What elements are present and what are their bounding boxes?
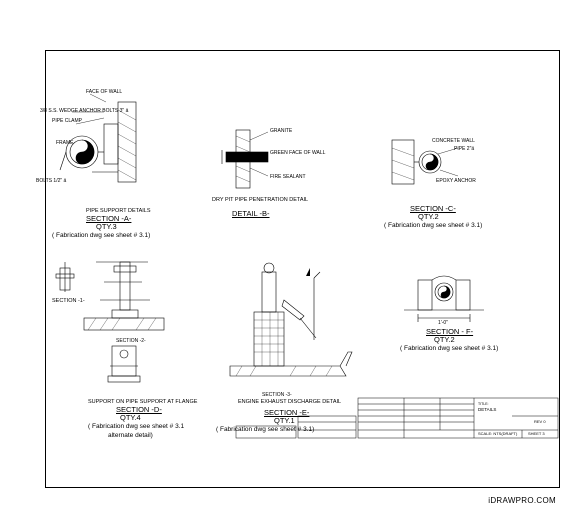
detail-b-label-sleeve: GREEN FACE OF WALL <box>270 150 326 156</box>
section-d-note: ( Fabrication dwg see sheet # 3.1 <box>88 423 185 430</box>
title-block-rev: REV 0 <box>534 419 546 424</box>
section-e-sub: SECTION -3- <box>262 392 292 398</box>
section-e-drawing <box>229 262 353 377</box>
detail-b-caption: DRY PIT PIPE PENETRATION DETAIL <box>212 197 309 203</box>
detail-b-label-seal: FIRE SEALANT <box>270 174 306 180</box>
section-f-drawing <box>404 275 484 322</box>
section-e-qty: QTY.1 <box>274 416 295 425</box>
section-a-label-frame: FRAME <box>56 140 74 146</box>
section-d-note2: alternate detail) <box>108 432 153 439</box>
detail-b-drawing <box>221 129 269 189</box>
section-c-drawing <box>391 139 459 185</box>
section-d-title: SECTION -D- <box>116 405 162 414</box>
section-f-dim: 1'-0" <box>438 320 448 326</box>
title-block-frame <box>235 397 559 439</box>
section-d-sub: SECTION -2- <box>116 338 146 344</box>
drawing-sheet-border <box>45 50 560 488</box>
section-1-drawing <box>55 262 75 292</box>
section-d-drawing <box>83 261 165 383</box>
section-d-caption: SUPPORT ON PIPE SUPPORT AT FLANGE <box>88 399 198 405</box>
section-f-note: ( Fabrication dwg see sheet # 3.1) <box>400 345 499 352</box>
section-c-note: ( Fabrication dwg see sheet # 3.1) <box>384 222 483 229</box>
section-c-label-anchor: EPOXY ANCHOR <box>436 178 476 184</box>
section-a-drawing <box>59 93 137 183</box>
section-a-note: ( Fabrication dwg see sheet # 3.1) <box>52 232 151 239</box>
section-d-qty: QTY.4 <box>120 413 141 422</box>
detail-b-label-top: GRANITE <box>270 128 293 134</box>
section-c-label-wall: CONCRETE WALL <box>432 138 475 144</box>
section-a-label-face: FACE OF WALL <box>86 89 123 95</box>
section-c-label-pipe: PIPE 2"ä <box>454 146 475 152</box>
section-a-label-pipe: PIPE CLAMP <box>52 118 83 124</box>
section-f-qty: QTY.2 <box>434 335 455 344</box>
section-a-caption: PIPE SUPPORT DETAILS <box>86 208 151 214</box>
title-block-sheet: SHEET 3 <box>528 431 545 436</box>
section-e-note: ( Fabrication dwg see sheet # 3.1) <box>216 426 315 433</box>
section-a-qty: QTY.3 <box>96 222 117 231</box>
section-c-title: SECTION -C- <box>410 204 456 213</box>
section-a-label-bolts: BOLTS 1/2" ä <box>36 178 67 184</box>
watermark-text: iDRAWPRO.COM <box>488 496 556 505</box>
section-e-title: SECTION -E- <box>264 408 310 417</box>
section-1-title: SECTION -1- <box>52 298 85 304</box>
section-e-caption: ENGINE EXHAUST DISCHARGE DETAIL <box>238 399 342 405</box>
section-a-title: SECTION -A- <box>86 214 132 223</box>
detail-b-title: DETAIL -B- <box>232 209 270 218</box>
title-block-scale: SCALE: NTS(DRAFT) <box>478 431 518 436</box>
north-arrow-icon <box>306 268 310 276</box>
title-block-title-value: DETAILS <box>478 407 497 412</box>
title-block-title-label: TITLE: <box>478 402 489 406</box>
section-f-title: SECTION - F- <box>426 327 474 336</box>
section-a-label-anchor: 3/8 S.S. WEDGE ANCHOR BOLTS 3" ä <box>40 108 129 114</box>
section-c-qty: QTY.2 <box>418 212 439 221</box>
